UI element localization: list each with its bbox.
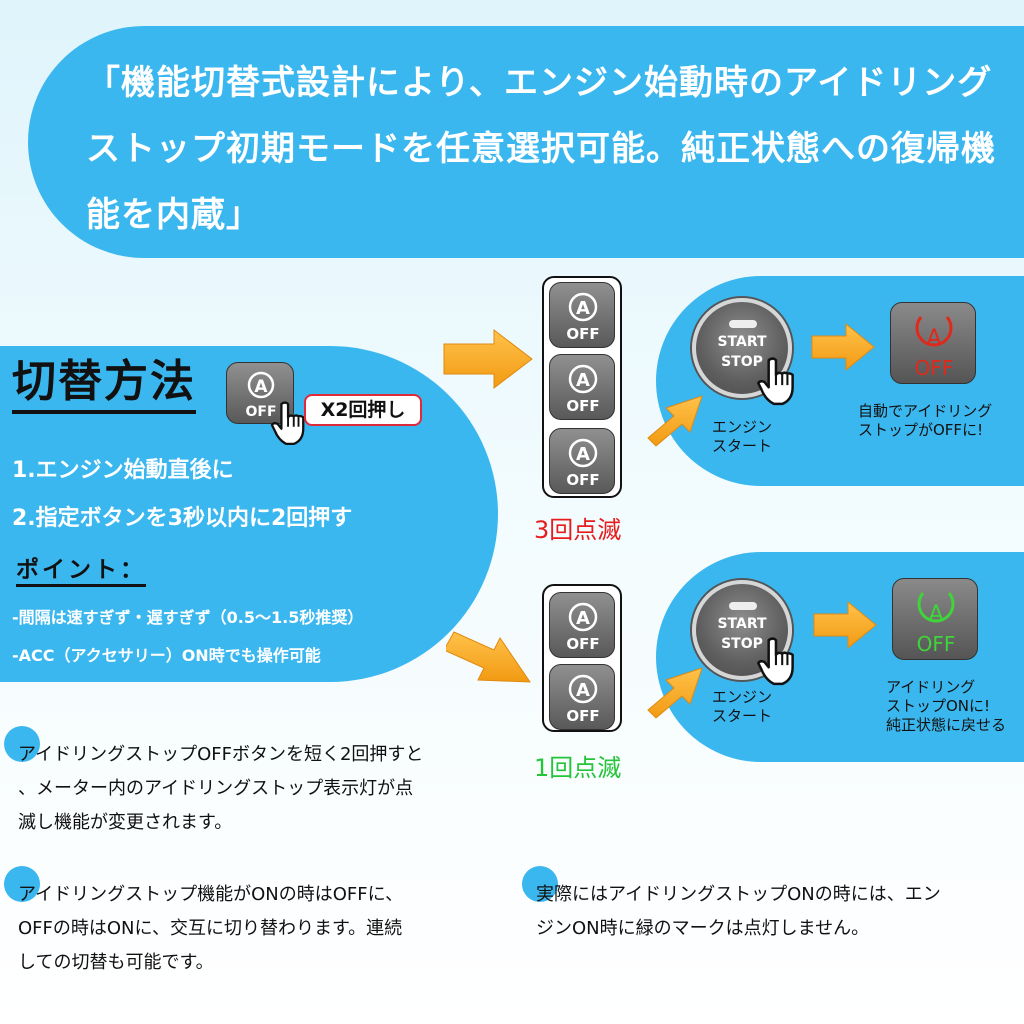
- icon-letter: A: [576, 444, 590, 465]
- caption-line: 純正状態に戻せる: [886, 716, 1007, 734]
- idle-stop-off-button: A OFF: [549, 592, 615, 658]
- tip-1: -間隔は速すぎず・遅すぎず（0.5～1.5秒推奨）: [12, 608, 364, 627]
- arrow-right-icon: [813, 600, 877, 650]
- off-label: OFF: [566, 635, 599, 653]
- hand-pointer-icon: [756, 356, 798, 406]
- off-label: OFF: [566, 397, 599, 415]
- idle-stop-icon: A OFF: [566, 438, 600, 489]
- point-label: ポイント：: [16, 556, 146, 587]
- start-stop-button: START STOP: [692, 580, 792, 680]
- off-label: OFF: [245, 404, 276, 420]
- arrow-down-right-icon: [446, 631, 531, 683]
- note-line: ジンON時に緑のマークは点灯しません。: [536, 918, 870, 939]
- off-label: OFF: [566, 471, 599, 489]
- arrow-right-icon: [443, 328, 533, 390]
- tip-2: -ACC（アクセサリー）ON時でも操作可能: [12, 646, 321, 665]
- idle-stop-off-button: A OFF: [549, 664, 615, 730]
- caption-line: エンジン: [712, 688, 773, 706]
- icon-letter: A: [576, 608, 590, 629]
- caption-line: ストップがOFFに!: [858, 421, 984, 439]
- engine-start-caption: エンジン スタート: [712, 688, 772, 726]
- icon-letter: A: [926, 326, 941, 351]
- caption-line: 自動でアイドリング: [858, 402, 993, 420]
- off-label: OFF: [566, 325, 599, 343]
- idle-stop-off-indicator: A OFF: [890, 302, 976, 384]
- step-2: 2.指定ボタンを3秒以内に2回押す: [12, 506, 353, 531]
- start-label: START: [717, 334, 767, 350]
- idle-stop-icon: A OFF: [566, 292, 600, 343]
- hand-pointer-icon: [270, 400, 308, 446]
- note-1: アイドリングストップOFFボタンを短く2回押すと 、メーター内のアイドリングスト…: [18, 738, 488, 840]
- note-line: 滅し機能が変更されます。: [18, 812, 233, 833]
- idle-stop-on-indicator: A OFF: [892, 578, 978, 660]
- bullet-dot: [522, 866, 558, 902]
- idle-stop-icon: A OFF: [566, 602, 600, 653]
- note-line: しての切替も可能です。: [18, 952, 214, 973]
- engine-start-caption: エンジン スタート: [712, 418, 772, 456]
- caption-line: アイドリング: [886, 678, 976, 696]
- idle-stop-icon: A OFF: [917, 592, 956, 656]
- bullet-dot: [4, 726, 40, 762]
- idle-stop-icon: A OFF: [566, 674, 600, 725]
- note-line: アイドリングストップOFFボタンを短く2回押すと: [18, 744, 424, 765]
- step-1: 1.エンジン始動直後に: [12, 458, 234, 483]
- idle-stop-icon: A OFF: [245, 371, 277, 420]
- start-indicator: [729, 602, 757, 610]
- caption-line: スタート: [712, 437, 773, 455]
- note-line: OFFの時はONに、交互に切り替わります。連続: [18, 918, 403, 939]
- top-banner: [28, 26, 1024, 258]
- idle-stop-off-button: A OFF: [549, 354, 615, 420]
- note-line: アイドリングストップ機能がONの時はOFFに、: [18, 884, 404, 905]
- caption-line: ストップONに!: [886, 697, 991, 715]
- icon-letter: A: [576, 298, 590, 319]
- icon-letter: A: [254, 377, 268, 397]
- stop-label: STOP: [721, 354, 763, 370]
- arrow-right-icon: [811, 322, 875, 372]
- arrow-up-right-icon: [647, 395, 703, 447]
- blink-3-label: 3回点滅: [534, 516, 622, 544]
- icon-letter: A: [576, 370, 590, 391]
- icon-letter: A: [576, 680, 590, 701]
- banner-text: 「機能切替式設計により、エンジン始動時のアイドリングストップ初期モードを任意選択…: [86, 63, 996, 235]
- idle-stop-off-button: A OFF: [549, 282, 615, 348]
- off-label: OFF: [566, 707, 599, 725]
- hand-pointer-icon: [756, 636, 798, 686]
- note-2: アイドリングストップ機能がONの時はOFFに、 OFFの時はONに、交互に切り替…: [18, 878, 488, 980]
- result-caption-on: アイドリング ストップONに! 純正状態に戻せる: [886, 678, 1006, 735]
- start-indicator: [729, 320, 757, 328]
- note-line: 実際にはアイドリングストップONの時には、エン: [536, 884, 941, 905]
- stop-label: STOP: [721, 636, 763, 652]
- off-label: OFF: [917, 632, 956, 656]
- caption-line: エンジン: [712, 418, 773, 436]
- idle-stop-icon: A OFF: [915, 316, 954, 380]
- start-label: START: [717, 616, 767, 632]
- icon-letter: A: [928, 602, 943, 627]
- bullet-dot: [4, 866, 40, 902]
- off-label: OFF: [915, 356, 954, 380]
- caption-line: スタート: [712, 707, 773, 725]
- blink-1-label: 1回点滅: [534, 754, 622, 782]
- note-line: 、メーター内のアイドリングストップ表示灯が点: [18, 778, 414, 799]
- idle-stop-off-button: A OFF: [549, 428, 615, 494]
- note-3: 実際にはアイドリングストップONの時には、エン ジンON時に緑のマークは点灯しま…: [536, 878, 1016, 946]
- press-twice-badge: X2回押し: [304, 394, 422, 426]
- method-title: 切替方法: [12, 356, 196, 414]
- idle-stop-icon: A OFF: [566, 364, 600, 415]
- result-caption-off: 自動でアイドリング ストップがOFFに!: [858, 402, 992, 440]
- arrow-up-right-icon: [647, 667, 703, 719]
